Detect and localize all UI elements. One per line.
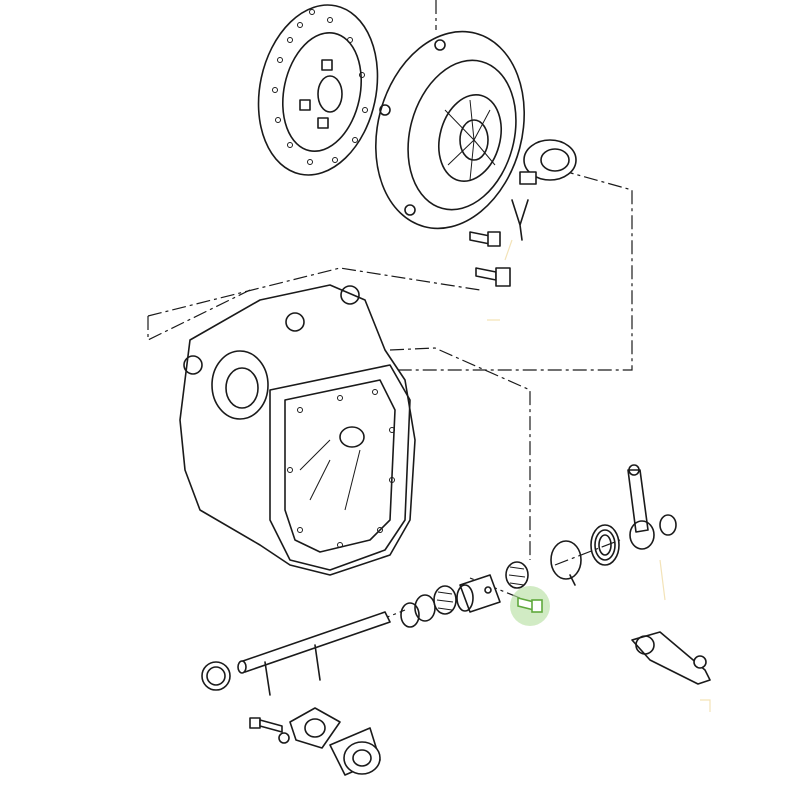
pressure-plate-bolt[interactable] [469,231,501,247]
guide-tube-gasket[interactable] [289,707,341,749]
ring-small[interactable] [278,732,290,744]
release-arm[interactable] [631,631,711,685]
washer[interactable] [414,594,436,622]
bushing[interactable] [201,661,231,691]
guide-tube-bolt[interactable] [249,717,283,733]
spring-small[interactable] [433,585,457,615]
transmission-housing[interactable] [179,284,416,576]
guide-tube[interactable] [329,727,381,776]
guide-bolt[interactable] [475,267,511,287]
release-bearing[interactable] [519,139,577,185]
clutch-release-shaft[interactable] [237,611,391,696]
return-spring[interactable] [590,524,620,566]
ghost-marks [487,239,711,712]
pinch-bolt[interactable] [517,596,543,613]
retaining-clip[interactable] [511,199,529,241]
torsion-spring-cap[interactable] [550,540,582,586]
washer-small[interactable] [400,602,420,628]
clutch-disc[interactable] [243,0,392,186]
sleeve[interactable] [456,574,501,613]
spring-medium[interactable] [505,561,529,589]
pinch-bolt-highlight[interactable] [510,586,550,626]
clutch-lever[interactable] [627,464,677,550]
pressure-plate[interactable] [355,15,546,245]
